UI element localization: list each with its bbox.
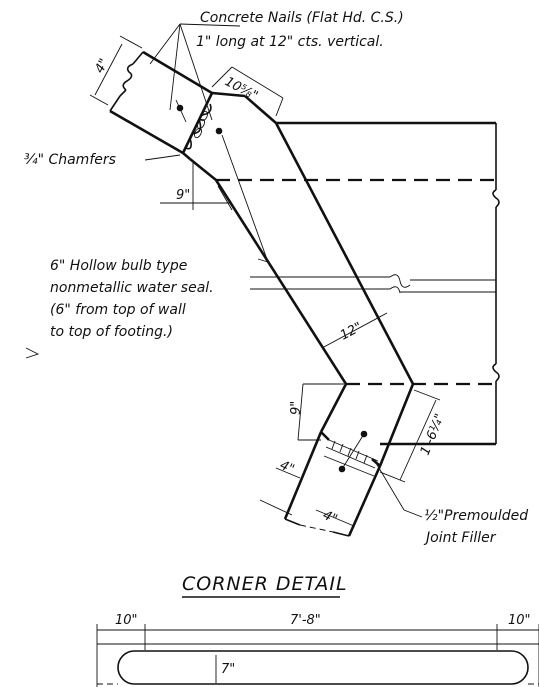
filler-line1: ½"Premoulded	[424, 508, 528, 524]
dim-top-10-5-8: 10⅝"	[222, 74, 260, 104]
waterseal-line2: nonmetallic water seal.	[50, 280, 214, 296]
dim-bot-4-left: 4"	[277, 458, 296, 478]
dim-section-10-right: 10"	[508, 613, 531, 628]
section-slot	[117, 650, 529, 685]
title-block: CORNER DETAIL	[182, 573, 348, 598]
dim-bot-9: 9"	[289, 401, 304, 415]
dim-bot-1-6-1-4: 1'-6¼"	[418, 412, 448, 458]
filler-line2: Joint Filler	[423, 530, 497, 546]
waterseal-line4: to top of footing.)	[50, 324, 173, 340]
dim-top-4: 4"	[92, 56, 112, 76]
leader-lines	[144, 23, 423, 518]
nails-note-line1: Concrete Nails (Flat Hd. C.S.)	[200, 10, 404, 26]
chamfers-note: ¾" Chamfers	[24, 152, 116, 168]
dim-section-10-left: 10"	[115, 613, 138, 628]
corner-detail-title: CORNER DETAIL	[182, 573, 348, 595]
callout-text: Concrete Nails (Flat Hd. C.S.) 1" long a…	[24, 10, 528, 546]
dim-bot-4-right: 4"	[320, 508, 339, 528]
dimension-lines	[89, 35, 441, 527]
dimension-text: 4" 10⅝" 9" 12" 9" 1'-6¼" 4" 4"	[92, 56, 448, 527]
dim-section-7: 7"	[221, 662, 235, 677]
section-detail: 10" 7'-8" 10" 7"	[96, 613, 539, 687]
waterseal-line1: 6" Hollow bulb type	[50, 258, 187, 274]
lower-wing-wall	[283, 431, 382, 537]
nails-note-line2: 1" long at 12" cts. vertical.	[196, 34, 384, 50]
dim-section-7-8: 7'-8"	[290, 613, 321, 628]
break-line	[250, 274, 496, 294]
arrow-mark	[25, 347, 40, 359]
dim-wall-12: 12"	[338, 320, 365, 344]
main-angled-wall	[182, 91, 415, 467]
dim-top-9: 9"	[176, 188, 190, 203]
waterseal-line3: (6" from top of wall	[50, 302, 186, 318]
upper-joint	[175, 99, 223, 150]
upper-nail-dot-2	[215, 127, 223, 135]
main-straight-wall	[216, 121, 500, 446]
lower-joint	[323, 430, 379, 477]
